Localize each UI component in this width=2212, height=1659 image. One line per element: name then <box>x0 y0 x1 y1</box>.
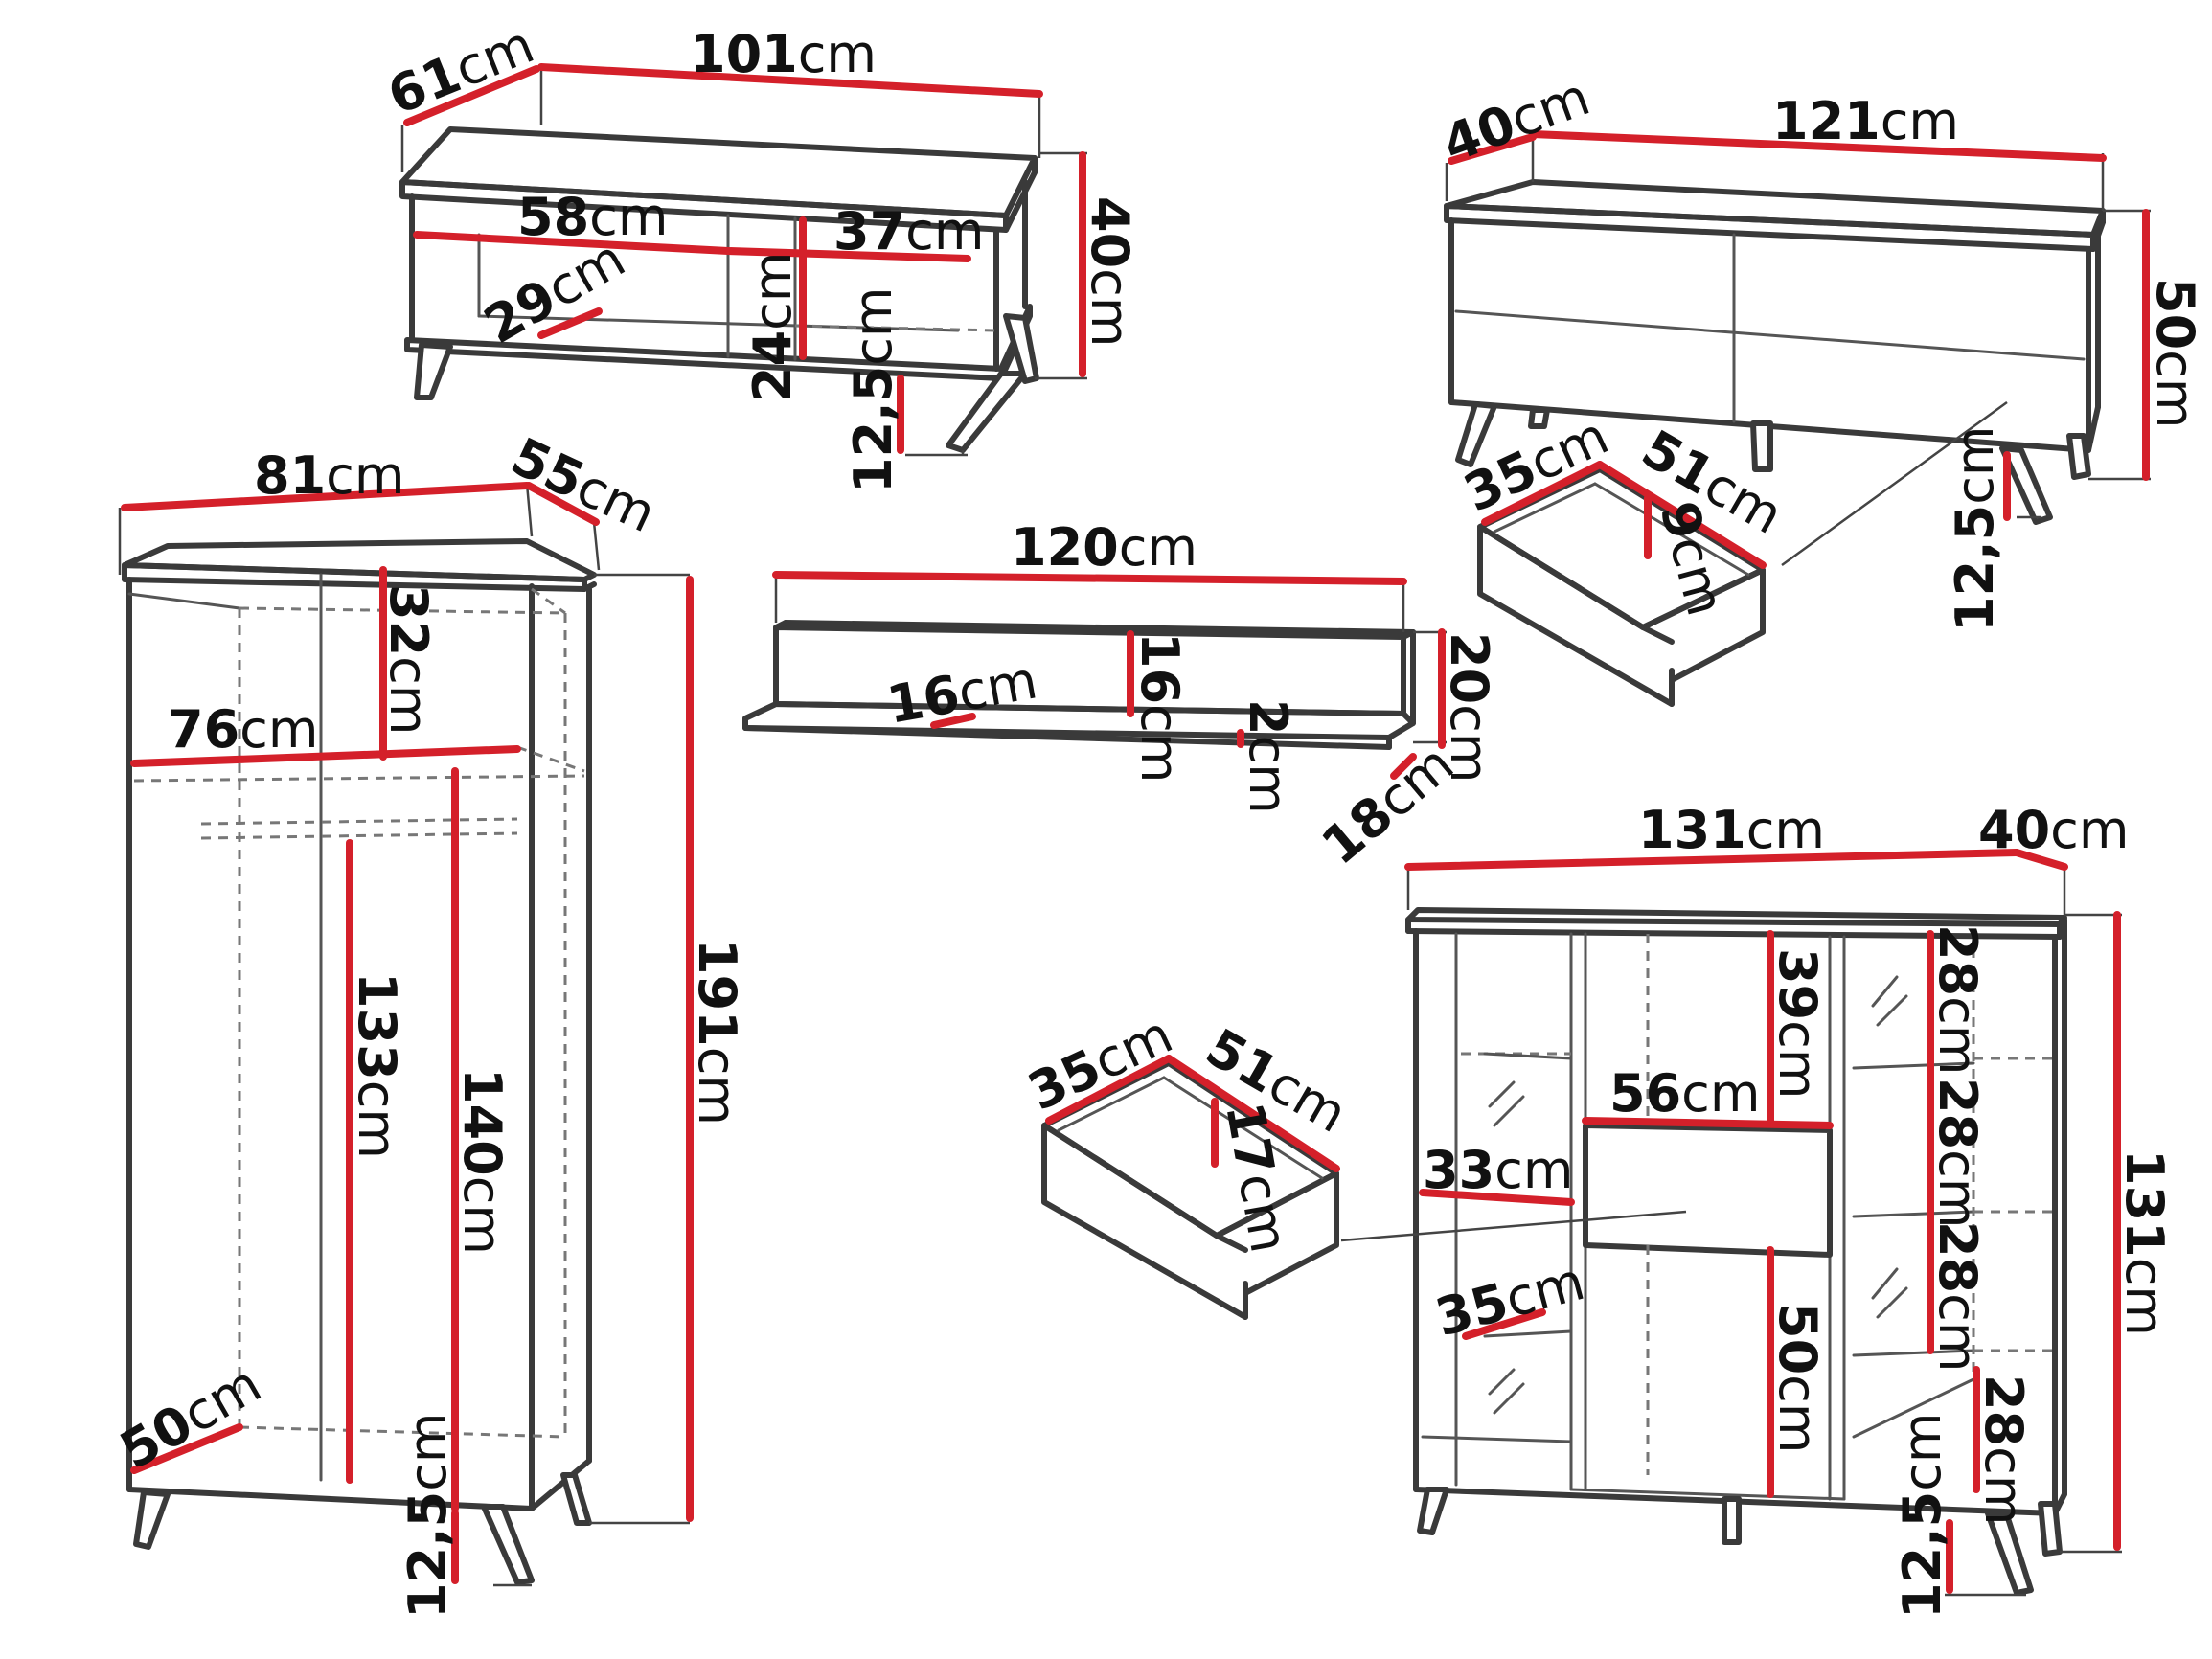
wardrobe-dimensions <box>121 482 694 1584</box>
coffee-table-compartment-width-label: 37cm <box>833 201 984 261</box>
highboard-drawer-depth-label: 35cm <box>1019 1004 1181 1123</box>
sideboard-width-label: 121cm <box>1772 91 1959 151</box>
highboard-drawer-height-label: 17cm <box>1214 1098 1299 1257</box>
highboard-height-label: 131cm <box>2114 1149 2175 1336</box>
coffee-table-height-label: 40cm <box>1080 196 1140 347</box>
wall-shelf-depth-front-label: 16cm <box>882 649 1041 735</box>
sideboard-dimensions <box>1448 130 2150 569</box>
sideboard-depth-label: 40cm <box>1435 66 1598 174</box>
highboard-shelf-height-a-label: 28cm <box>1927 924 1988 1075</box>
wall-shelf-drawing <box>742 575 1447 750</box>
highboard-middle-width-label: 56cm <box>1609 1063 1760 1124</box>
wall-shelf-depth-label: 18cm <box>1311 733 1465 875</box>
wall-shelf-height-label: 20cm <box>1439 632 1499 783</box>
coffee-table-labels: 61cm 101cm 40cm 58cm 37cm 29cm 24cm 12,5… <box>379 14 1140 493</box>
wall-shelf-panel-height-label: 16cm <box>1129 632 1190 783</box>
coffee-table-dimensions <box>403 63 1086 454</box>
coffee-table-inner-height-label: 24cm <box>742 252 803 402</box>
coffee-table-shelf-width-label: 58cm <box>517 187 668 247</box>
coffee-table-depth-label: 61cm <box>379 14 542 126</box>
sideboard-leg-height-label: 12,5cm <box>1945 425 2005 632</box>
wall-shelf-labels: 120cm 16cm 16cm 2cm 20cm 18cm <box>882 517 1499 876</box>
highboard-depth-label: 40cm <box>1978 800 2129 860</box>
highboard-shelf-height-c-label: 28cm <box>1927 1221 1988 1372</box>
wardrobe-inner-width-label: 76cm <box>168 699 318 760</box>
wall-shelf-width-label: 120cm <box>1011 517 1197 578</box>
highboard-leg-height-label: 12,5cm <box>1892 1412 1952 1619</box>
sideboard-drawing <box>1444 134 2151 567</box>
coffee-table-width-label: 101cm <box>690 24 877 84</box>
wardrobe-height-label: 191cm <box>687 939 747 1125</box>
wardrobe-rod-height-label: 133cm <box>347 972 407 1159</box>
wardrobe-inner-depth-label: 50cm <box>110 1353 271 1481</box>
highboard-shelf-height-b-label: 28cm <box>1927 1078 1988 1228</box>
highboard-drawing <box>1340 867 2122 1597</box>
highboard-glass-width-label: 33cm <box>1423 1140 1573 1200</box>
highboard-shelf-height-d-label: 28cm <box>1973 1375 2034 1525</box>
highboard-width-label: 131cm <box>1638 800 1825 860</box>
coffee-table-drawing <box>399 67 1087 457</box>
wall-shelf-lip-label: 2cm <box>1238 699 1298 814</box>
wardrobe-leg-height-label: 12,5cm <box>398 1412 458 1619</box>
wardrobe-depth-label: 55cm <box>503 426 665 545</box>
coffee-table-leg-height-label: 12,5cm <box>843 286 903 493</box>
highboard-drawer-drawing <box>1041 1060 1339 1320</box>
highboard-dimensions <box>1045 849 2121 1594</box>
highboard-lower-height-label: 50cm <box>1767 1303 1828 1453</box>
wardrobe-width-label: 81cm <box>254 445 404 506</box>
wardrobe-door-height-label: 140cm <box>452 1068 513 1255</box>
wall-shelf-dimensions <box>772 571 1446 780</box>
wardrobe-drawing <box>118 483 690 1587</box>
sideboard-height-label: 50cm <box>2145 278 2205 428</box>
wardrobe-top-height-label: 32cm <box>378 584 439 735</box>
highboard-shelf-height-1-label: 39cm <box>1767 948 1828 1099</box>
